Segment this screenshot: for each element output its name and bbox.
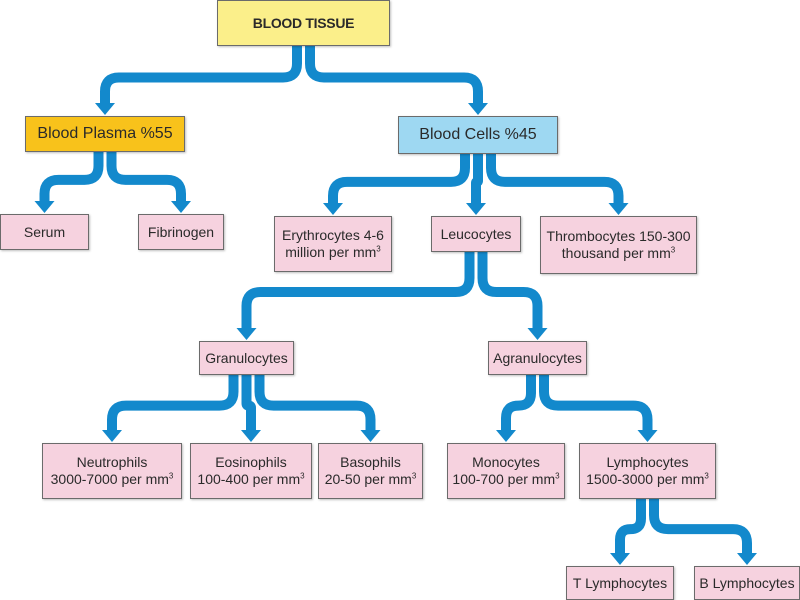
node-granulocytes: Granulocytes: [199, 341, 294, 375]
node-label: Serum: [23, 223, 66, 240]
node-label-line1: Monocytes: [472, 454, 540, 471]
arrowhead-icon: [323, 203, 343, 215]
node-label-text: 1500-3000 per mm: [586, 471, 705, 487]
node-label-line2: 3000-7000 per mm3: [51, 471, 174, 488]
node-blood-tissue: BLOOD TISSUE: [217, 0, 390, 46]
arrowhead-icon: [737, 553, 757, 565]
node-label: Fibrinogen: [147, 223, 215, 240]
arrow-leucocytes-to-granulocytes: [241, 252, 475, 328]
node-label-line2: million per mm3: [285, 244, 380, 261]
arrowhead-icon: [637, 430, 658, 442]
superscript: 3: [168, 471, 174, 481]
node-erythrocytes: Erythrocytes 4-6 million per mm3: [274, 216, 392, 272]
arrow-blood-plasma-to-serum: [39, 152, 104, 201]
superscript: 3: [376, 244, 381, 254]
arrowhead-icon: [95, 103, 115, 115]
node-label: Blood Cells %45: [419, 126, 537, 144]
node-fibrinogen: Fibrinogen: [138, 214, 224, 250]
node-basophils: Basophils 20-50 per mm3: [318, 443, 423, 499]
arrow-blood-cells-to-thrombocytes: [486, 154, 624, 203]
node-leucocytes: Leucocytes: [431, 216, 521, 252]
node-label: Granulocytes: [205, 349, 288, 366]
node-label-text: 100-700 per mm: [452, 471, 556, 487]
node-label: Agranulocytes: [493, 349, 582, 366]
node-b-lymphocytes: B Lymphocytes: [694, 566, 800, 600]
node-label: Blood Plasma %55: [37, 125, 173, 143]
node-label-line1: Neutrophils: [76, 454, 148, 471]
node-label-line2: thousand per mm3: [562, 245, 675, 262]
node-blood-cells: Blood Cells %45: [398, 116, 558, 154]
node-label-text: million per mm: [285, 244, 377, 260]
arrow-granulocytes-to-basophils: [254, 375, 376, 430]
arrowhead-icon: [360, 430, 381, 442]
node-label-line2: 100-400 per mm3: [197, 471, 304, 488]
arrowhead-icon: [496, 430, 516, 442]
arrowhead-icon: [610, 553, 630, 565]
node-thrombocytes: Thrombocytes 150-300 thousand per mm3: [540, 216, 697, 274]
arrowhead-icon: [241, 430, 261, 442]
arrowhead-icon: [527, 328, 548, 340]
node-label: T Lymphocytes: [572, 574, 668, 591]
superscript: 3: [300, 471, 305, 481]
arrowhead-icon: [34, 201, 55, 213]
node-label-line1: Erythrocytes 4-6: [282, 227, 384, 244]
node-label-line1: Eosinophils: [215, 454, 287, 471]
arrowhead-icon: [468, 103, 488, 115]
superscript: 3: [411, 471, 417, 481]
arrow-blood-plasma-to-fibrinogen: [106, 152, 186, 201]
arrowhead-icon: [236, 328, 257, 340]
node-neutrophils: Neutrophils 3000-7000 per mm3: [42, 443, 182, 499]
arrow-granulocytes-to-eosinophils: [241, 375, 256, 430]
node-blood-plasma: Blood Plasma %55: [25, 116, 185, 152]
arrow-granulocytes-to-neutrophils: [107, 375, 239, 430]
arrowhead-icon: [466, 203, 486, 215]
node-label-text: 3000-7000 per mm: [50, 471, 169, 487]
node-label: BLOOD TISSUE: [252, 14, 355, 31]
arrow-leucocytes-to-agranulocytes: [477, 252, 543, 328]
node-label-text: 100-400 per mm: [197, 471, 301, 487]
superscript: 3: [555, 471, 560, 481]
arrowhead-icon: [102, 430, 122, 442]
node-label-line1: Thrombocytes 150-300: [546, 228, 691, 245]
node-serum: Serum: [0, 214, 89, 250]
node-lymphocytes: Lymphocytes 1500-3000 per mm3: [579, 443, 716, 499]
arrow-agranulocytes-to-lymphocytes: [539, 375, 653, 430]
superscript: 3: [704, 471, 709, 481]
arrow-blood-tissue-to-blood-cells: [305, 46, 483, 103]
node-label-line1: Lymphocytes: [606, 454, 689, 471]
node-label-text: 20-50 per mm: [324, 471, 412, 487]
node-label-line2: 20-50 per mm3: [325, 471, 417, 488]
node-label-line2: 1500-3000 per mm3: [586, 471, 709, 488]
node-label-line2: 100-700 per mm3: [452, 471, 559, 488]
superscript: 3: [670, 245, 676, 255]
arrow-blood-cells-to-erythrocytes: [328, 154, 470, 203]
node-eosinophils: Eosinophils 100-400 per mm3: [190, 443, 312, 499]
node-agranulocytes: Agranulocytes: [488, 341, 587, 375]
node-label-line1: Basophils: [340, 454, 401, 471]
node-t-lymphocytes: T Lymphocytes: [566, 566, 674, 600]
node-label-text: thousand per mm: [561, 245, 671, 261]
node-monocytes: Monocytes 100-700 per mm3: [447, 443, 565, 499]
arrow-blood-cells-to-leucocytes: [471, 154, 483, 203]
arrowhead-icon: [608, 203, 629, 215]
node-label: B Lymphocytes: [699, 574, 795, 591]
node-label: Leucocytes: [440, 225, 512, 242]
arrow-lymphocytes-to-t-lymphocytes: [615, 499, 646, 553]
arrow-blood-tissue-to-blood-plasma: [100, 46, 302, 103]
arrow-agranulocytes-to-monocytes: [501, 375, 536, 430]
arrow-lymphocytes-to-b-lymphocytes: [649, 499, 752, 553]
arrowhead-icon: [171, 201, 191, 213]
